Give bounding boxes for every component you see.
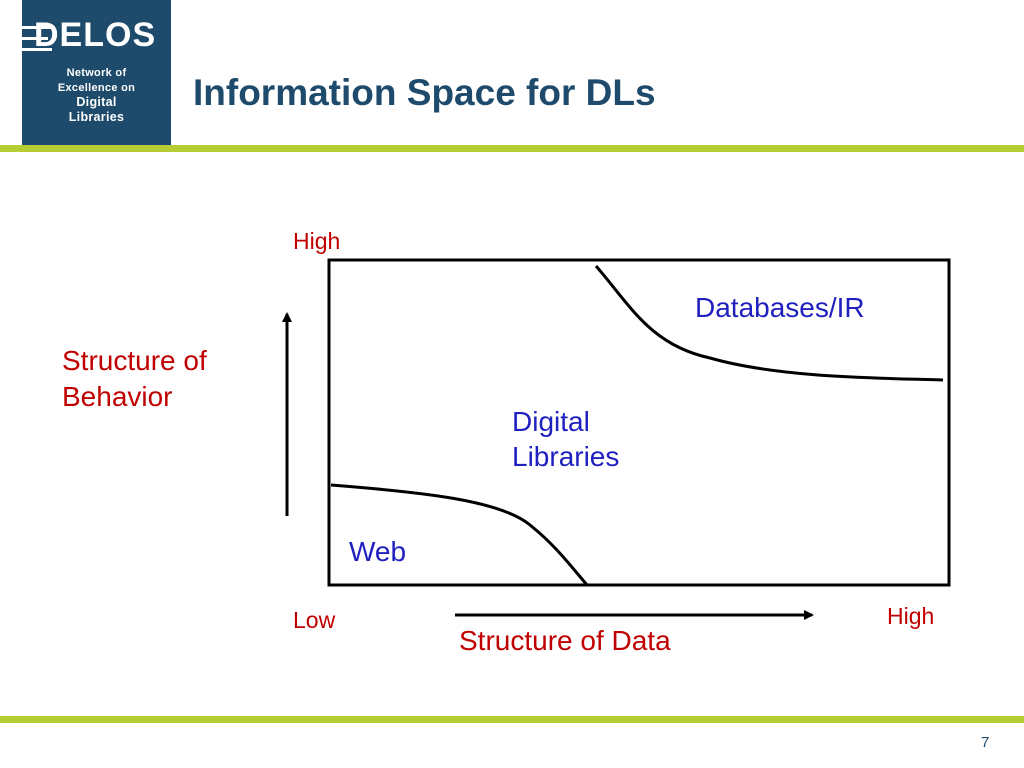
page-number: 7 [981, 734, 990, 751]
page-title: Information Space for DLs [193, 72, 656, 113]
header-divider [0, 145, 1024, 152]
region-label-web: Web [349, 536, 407, 567]
x-axis-title: Structure of Data [459, 625, 671, 656]
x-axis-low-label: Low [293, 607, 336, 633]
x-axis-high-label: High [887, 603, 935, 629]
diagram-frame [327, 258, 951, 587]
web-boundary-curve [330, 483, 589, 586]
logo-wordmark: DELOS [34, 16, 157, 54]
logo-subtitle: Network of Excellence on Digital Librari… [22, 66, 171, 124]
y-axis-high-label: High [293, 228, 341, 254]
databases-boundary-curve [594, 265, 944, 382]
logo-lines-icon [0, 26, 52, 51]
region-label-digital-libraries: Digital Libraries [512, 406, 620, 472]
y-axis-title: Structure of Behavior [62, 345, 207, 413]
region-label-databases-ir: Databases/IR [695, 292, 865, 323]
footer-divider [0, 716, 1024, 723]
logo-subtitle-line: Digital [76, 95, 117, 109]
logo-subtitle-line: Libraries [68, 109, 125, 124]
delos-logo [22, 0, 171, 145]
logo-subtitle-line: Network of [66, 67, 127, 79]
logo-subtitle-line: Excellence on [57, 81, 136, 94]
